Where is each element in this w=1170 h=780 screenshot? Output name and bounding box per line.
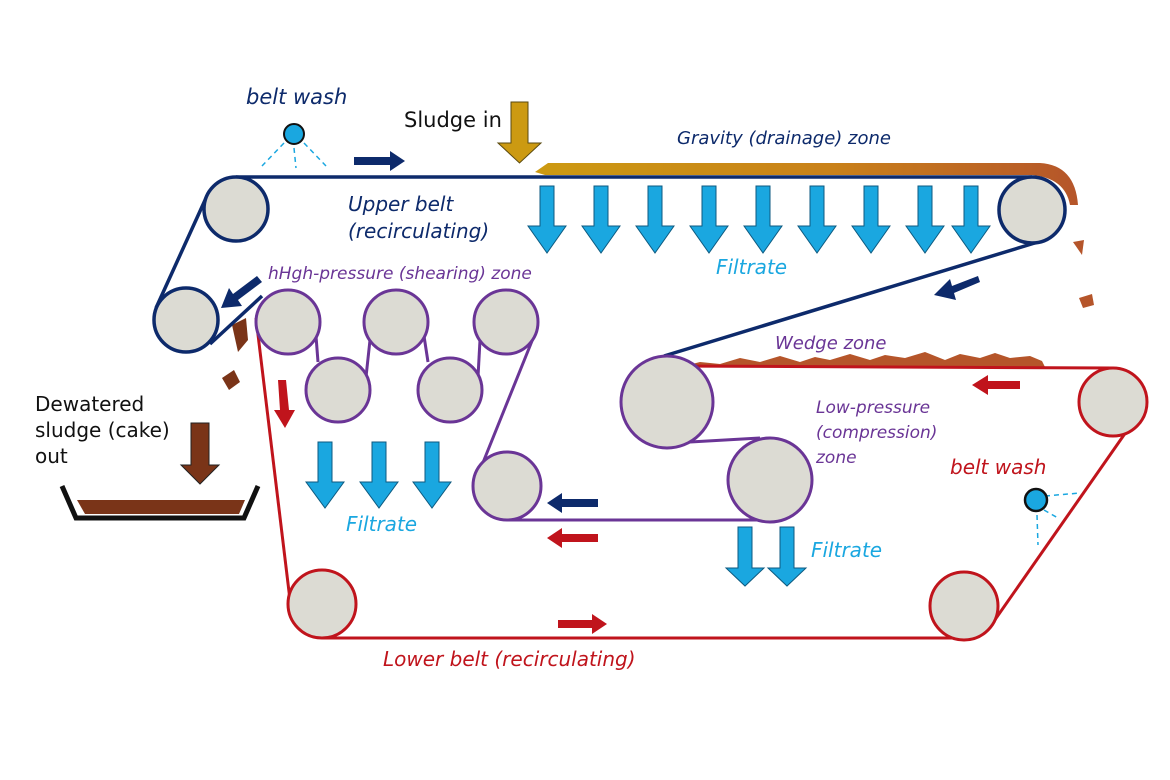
arrow-down-icon — [274, 380, 295, 428]
cake-out-label-line3: out — [35, 444, 68, 468]
roller — [619, 354, 715, 450]
low-pressure-zone-label-line3: zone — [815, 448, 857, 468]
arrow-down-icon — [724, 526, 766, 587]
gravity-zone-label: Gravity (drainage) zone — [677, 128, 891, 149]
cake-out-label-line2: sludge (cake) — [35, 418, 170, 442]
arrow-down-icon — [689, 185, 729, 254]
roller — [726, 436, 814, 524]
roller — [997, 175, 1067, 245]
filtrate-arrows-compression — [724, 526, 808, 587]
cake-out-arrow-icon — [179, 422, 221, 485]
lower-belt-rollers — [286, 366, 1149, 642]
arrow-down-icon — [951, 185, 991, 254]
roller — [928, 570, 1000, 642]
roller — [471, 450, 543, 522]
roller — [1077, 366, 1149, 438]
arrow-down-left-icon — [934, 276, 980, 300]
roller — [362, 288, 430, 356]
pressure-belt — [314, 335, 770, 522]
arrow-left-icon — [547, 493, 598, 513]
roller — [472, 288, 540, 356]
low-pressure-zone-label-line2: (compression) — [816, 423, 937, 443]
arrow-down-icon — [905, 185, 945, 254]
high-pressure-zone-label: hHgh-pressure (shearing) zone — [268, 264, 532, 284]
arrow-left-icon — [547, 528, 598, 548]
gravity-zone-sludge-layer — [535, 163, 1078, 205]
filtrate-arrows-gravity — [527, 185, 991, 254]
arrow-down-icon — [412, 441, 452, 509]
sludge-in-arrow-icon — [496, 101, 543, 164]
filtrate-compression-label: Filtrate — [811, 538, 882, 562]
arrow-down-icon — [635, 185, 675, 254]
roller — [254, 288, 322, 356]
belt-wash-top — [261, 123, 327, 169]
cake-out-label-line1: Dewatered — [35, 392, 144, 416]
low-pressure-zone-label-line1: Low-pressure — [816, 398, 930, 418]
arrow-down-icon — [797, 185, 837, 254]
arrow-down-icon — [851, 185, 891, 254]
upper-belt-label-line1: Upper belt — [348, 192, 454, 216]
lower-belt-label: Lower belt (recirculating) — [383, 647, 636, 671]
lower-belt — [254, 317, 1142, 640]
arrow-right-icon — [558, 614, 607, 634]
roller — [202, 175, 270, 243]
spray-nozzle-icon — [283, 123, 305, 145]
arrow-down-icon — [527, 185, 567, 254]
arrow-down-icon — [359, 441, 399, 509]
arrow-down-icon — [305, 441, 345, 509]
roller — [416, 356, 484, 424]
lower-belt-direction-arrows — [274, 375, 1020, 634]
roller — [152, 286, 220, 354]
upper-belt-label-line2: (recirculating) — [348, 219, 489, 243]
roller — [286, 568, 358, 640]
arrow-down-icon — [766, 526, 808, 587]
upper-belt — [154, 175, 1039, 358]
roller — [304, 356, 372, 424]
falling-cake-pieces — [222, 318, 248, 390]
filtrate-arrows-shearing — [305, 441, 452, 509]
filtrate-shearing-label: Filtrate — [346, 512, 417, 536]
belt-wash-bottom-label: belt wash — [950, 455, 1046, 479]
arrow-right-icon — [354, 151, 405, 171]
belt-wash-top-label: belt wash — [246, 85, 347, 109]
spray-nozzle-icon — [1023, 487, 1049, 513]
sludge-in-label: Sludge in — [404, 108, 502, 132]
wedge-zone-cake — [680, 352, 1045, 367]
arrow-down-icon — [581, 185, 621, 254]
wedge-zone-label: Wedge zone — [775, 333, 886, 354]
arrow-down-left-icon — [221, 276, 262, 308]
cake-tray — [59, 484, 261, 521]
upper-belt-direction-arrows — [221, 151, 980, 513]
belt-wash-bottom — [1023, 487, 1081, 546]
upper-belt-rollers — [152, 175, 1067, 354]
arrow-down-icon — [743, 185, 783, 254]
arrow-left-icon — [972, 375, 1020, 395]
pressure-rollers — [254, 288, 814, 524]
filtrate-gravity-label: Filtrate — [716, 255, 787, 279]
falling-cake-pieces-right — [1073, 240, 1094, 308]
